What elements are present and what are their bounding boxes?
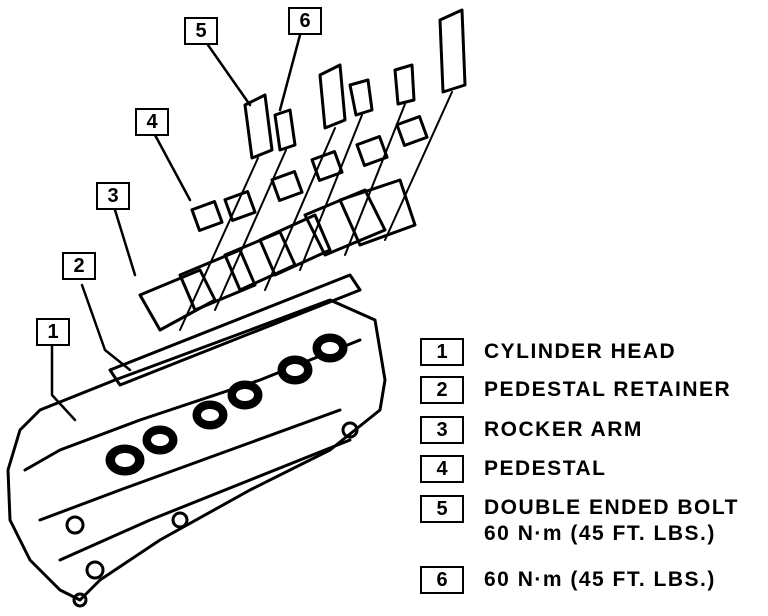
- legend-label-1: CYLINDER HEAD: [484, 340, 677, 363]
- leader-lines: [50, 33, 302, 422]
- callout-6: 6: [288, 7, 322, 35]
- legend-row-1: 1 CYLINDER HEAD: [420, 338, 676, 366]
- callout-4: 4: [135, 108, 169, 136]
- legend-num-5: 5: [420, 495, 464, 523]
- callout-3: 3: [96, 182, 130, 210]
- legend-label-4: PEDESTAL: [484, 457, 607, 480]
- legend-row-6: 6 60 N·m (45 FT. LBS.): [420, 566, 716, 594]
- rocker-arms: [138, 178, 417, 332]
- legend-label-3: ROCKER ARM: [484, 418, 643, 441]
- pedestal-retainer: [108, 273, 362, 387]
- cylinder-head-outline: [6, 298, 387, 602]
- legend-label-5-torque: 60 N·m (45 FT. LBS.): [484, 522, 716, 545]
- legend-row-3: 3 ROCKER ARM: [420, 416, 643, 444]
- legend-label-2: PEDESTAL RETAINER: [484, 378, 732, 401]
- legend-num-3: 3: [420, 416, 464, 444]
- assembly-lines: [179, 91, 453, 331]
- legend-num-1: 1: [420, 338, 464, 366]
- callout-5: 5: [184, 17, 218, 45]
- legend-label-5: DOUBLE ENDED BOLT 60 N·m (45 FT. LBS.): [484, 495, 739, 547]
- bolts: [243, 8, 467, 160]
- valve-springs: [105, 333, 348, 476]
- legend-label-5-main: DOUBLE ENDED BOLT: [484, 496, 739, 519]
- legend-row-4: 4 PEDESTAL: [420, 455, 606, 483]
- callout-2: 2: [62, 252, 96, 280]
- callout-1: 1: [36, 318, 70, 346]
- legend-num-4: 4: [420, 455, 464, 483]
- legend-num-2: 2: [420, 376, 464, 404]
- legend-label-6: 60 N·m (45 FT. LBS.): [484, 568, 716, 591]
- legend-row-5: 5 DOUBLE ENDED BOLT 60 N·m (45 FT. LBS.): [420, 495, 739, 547]
- legend-num-6: 6: [420, 566, 464, 594]
- legend-row-2: 2 PEDESTAL RETAINER: [420, 376, 731, 404]
